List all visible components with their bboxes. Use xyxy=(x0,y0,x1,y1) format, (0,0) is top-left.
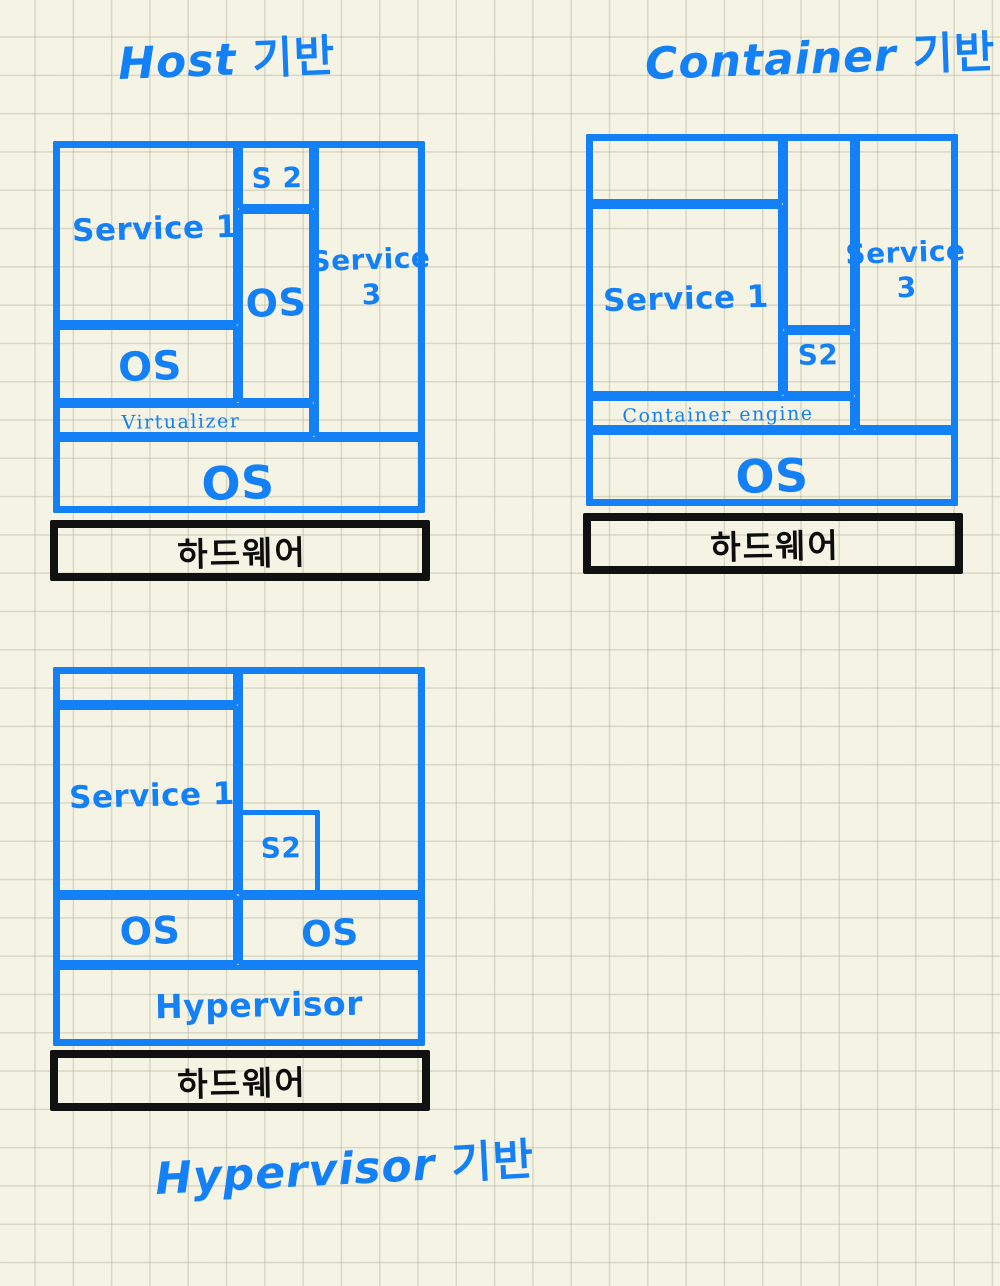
host-service3-box xyxy=(314,141,425,437)
host-service1-label: Service 1 xyxy=(71,208,239,250)
title-container-korean: 기반 xyxy=(911,26,997,81)
title-host-korean: 기반 xyxy=(251,30,337,85)
hypervisor-s2-label: S2 xyxy=(260,831,302,865)
container-service1-box xyxy=(586,204,783,396)
hypervisor-hardware-box xyxy=(50,1050,430,1111)
hypervisor-service1-box xyxy=(53,705,238,895)
hypervisor-os-left-box xyxy=(53,895,238,965)
container-service3-box xyxy=(855,134,958,430)
host-s2-label: S 2 xyxy=(251,161,303,195)
host-os-mid-box xyxy=(238,209,314,403)
host-hardware-label: 하드웨어 xyxy=(176,532,308,575)
title-host-latin: Host xyxy=(117,34,238,90)
container-top-strip-box xyxy=(586,134,783,204)
host-s2-box xyxy=(238,141,314,209)
container-hardware-label: 하드웨어 xyxy=(709,525,841,568)
container-service3-label: Service 3 xyxy=(844,233,966,305)
hypervisor-top-strip-box xyxy=(53,667,238,705)
container-s2-box xyxy=(783,330,855,396)
hypervisor-layer-box xyxy=(53,965,425,1046)
container-os-base-label: OS xyxy=(734,448,810,504)
container-engine-box xyxy=(586,396,855,430)
hypervisor-service1-label: Service 1 xyxy=(68,775,236,817)
host-hardware-box xyxy=(50,520,430,581)
hypervisor-hardware-label: 하드웨어 xyxy=(176,1062,308,1105)
host-service1-box xyxy=(53,141,238,325)
hypervisor-os-right-box xyxy=(238,895,425,965)
hypervisor-s2-box xyxy=(238,810,320,895)
title-hypervisor-latin: Hypervisor xyxy=(153,1139,437,1205)
hypervisor-layer-label: Hypervisor xyxy=(154,983,364,1027)
host-virtualizer-label: Virtualizer xyxy=(121,410,241,434)
container-s2-label: S2 xyxy=(797,338,839,372)
container-hardware-box xyxy=(583,513,963,574)
host-virtualizer-box xyxy=(53,403,314,437)
host-os-left-box xyxy=(53,325,238,403)
host-os-base-label: OS xyxy=(200,455,276,511)
container-engine-label: Container engine xyxy=(622,402,814,428)
hypervisor-os-left-label: OS xyxy=(118,907,182,955)
container-os-base-box xyxy=(586,430,958,506)
hypervisor-right-column-box xyxy=(238,667,425,895)
title-container-latin: Container xyxy=(644,30,898,90)
container-service1-label: Service 1 xyxy=(602,278,770,320)
host-os-mid-label: OS xyxy=(244,279,308,327)
title-hypervisor-korean: 기반 xyxy=(449,1134,536,1190)
host-os-left-label: OS xyxy=(117,342,183,392)
hypervisor-os-right-label: OS xyxy=(300,912,360,956)
container-middle-column-box xyxy=(783,134,855,330)
host-service3-label: Service 3 xyxy=(309,240,431,312)
host-os-base-box xyxy=(53,437,425,513)
